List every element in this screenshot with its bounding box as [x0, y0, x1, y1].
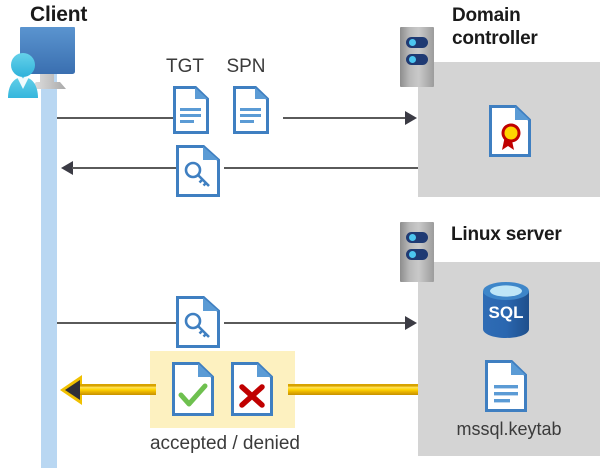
denied-document-cross-icon — [231, 362, 273, 416]
user-workstation-icon — [4, 27, 94, 99]
present-document-key-icon — [176, 296, 220, 348]
auth-result-arrowhead-inner — [65, 380, 80, 400]
accepted-document-check-icon — [172, 362, 214, 416]
keytab-document-icon — [485, 360, 527, 412]
svg-text:SQL: SQL — [489, 303, 524, 322]
flow-ticket-line-left — [72, 167, 176, 169]
flow-ticket-arrowhead — [61, 161, 73, 175]
client-title: Client — [30, 3, 88, 26]
spn-tag-label: SPN — [226, 56, 266, 77]
sql-database-icon: SQL — [481, 281, 531, 339]
domain-controller-title: Domain controller — [452, 4, 600, 50]
client-lifeline — [41, 72, 57, 468]
flow-request-line-right — [283, 117, 408, 119]
flow-present-arrowhead — [405, 316, 417, 330]
linux-server-title: Linux server — [451, 224, 562, 245]
domain-controller-title-line2: controller — [452, 28, 538, 49]
domain-controller-title-line1: Domain — [452, 5, 521, 26]
auth-result-caption: accepted / denied — [149, 433, 300, 454]
certificate-document-icon — [489, 105, 531, 157]
domain-controller-rack-icon — [400, 27, 434, 87]
ticket-document-key-icon — [176, 145, 220, 197]
tgt-tag-label: TGT — [166, 56, 204, 77]
flow-ticket-line-right — [224, 167, 418, 169]
auth-result-line-right — [288, 384, 418, 395]
tgt-document-lines-icon — [173, 86, 209, 134]
flow-present-line-left — [57, 322, 176, 324]
keytab-filename-label: mssql.keytab — [456, 419, 562, 439]
auth-result-line-left — [80, 384, 156, 395]
spn-document-lines-icon — [233, 86, 269, 134]
flow-present-line-right — [224, 322, 408, 324]
linux-server-rack-icon — [400, 222, 434, 282]
flow-request-arrowhead — [405, 111, 417, 125]
flow-request-line-left — [57, 117, 174, 119]
